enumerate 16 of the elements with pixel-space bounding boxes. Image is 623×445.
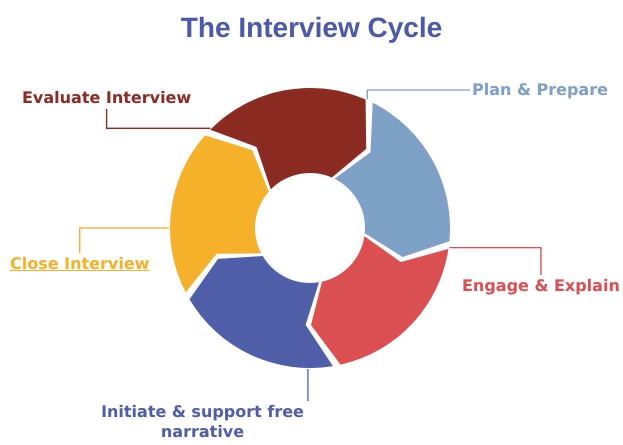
leader-line bbox=[450, 246, 542, 275]
cycle-arrow-segment bbox=[311, 236, 448, 365]
leader-line bbox=[366, 89, 470, 100]
stage-label: Evaluate Interview bbox=[22, 88, 192, 108]
cycle-arrow-segment bbox=[190, 256, 333, 368]
stage-label: Plan & Prepare bbox=[472, 80, 608, 100]
leader-line bbox=[106, 109, 210, 129]
stage-label: Initiate & support free narrative bbox=[95, 402, 310, 442]
stage-label: Engage & Explain bbox=[462, 276, 620, 296]
cycle-arrow-segment bbox=[334, 102, 450, 257]
leader-line bbox=[307, 368, 309, 401]
cycle-arrow-segment bbox=[210, 88, 366, 190]
stage-label: Close Interview bbox=[10, 254, 150, 274]
title: The Interview Cycle bbox=[180, 12, 444, 44]
leader-line bbox=[79, 227, 169, 253]
cycle-arrow-segment bbox=[170, 135, 269, 292]
